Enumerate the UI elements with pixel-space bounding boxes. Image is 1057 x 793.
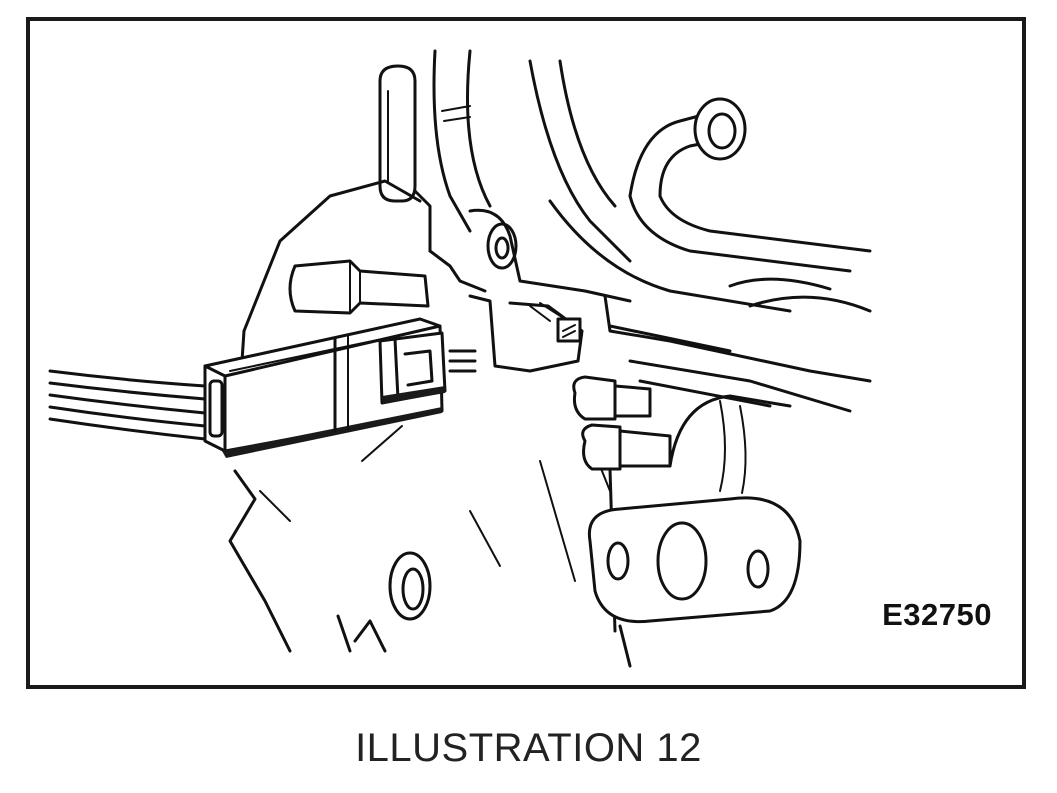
- engine-connector-drawing: [48, 49, 872, 668]
- sensor-bracket: [468, 294, 584, 373]
- wire-harness: [48, 349, 477, 441]
- pipe-loop: [548, 97, 872, 313]
- vent-tube: [378, 64, 432, 253]
- illustration-caption: ILLUSTRATION 12: [355, 726, 702, 770]
- cover-plate: [603, 294, 872, 413]
- hoses: [432, 49, 632, 263]
- gasket-flange: [587, 400, 802, 668]
- electrical-connector: [203, 317, 447, 458]
- figure-code: E32750: [882, 597, 992, 632]
- stub-pipe: [288, 259, 430, 315]
- engine-block: [228, 179, 611, 653]
- figure-frame: E32750: [26, 17, 1026, 689]
- housing-bracket: [428, 208, 632, 303]
